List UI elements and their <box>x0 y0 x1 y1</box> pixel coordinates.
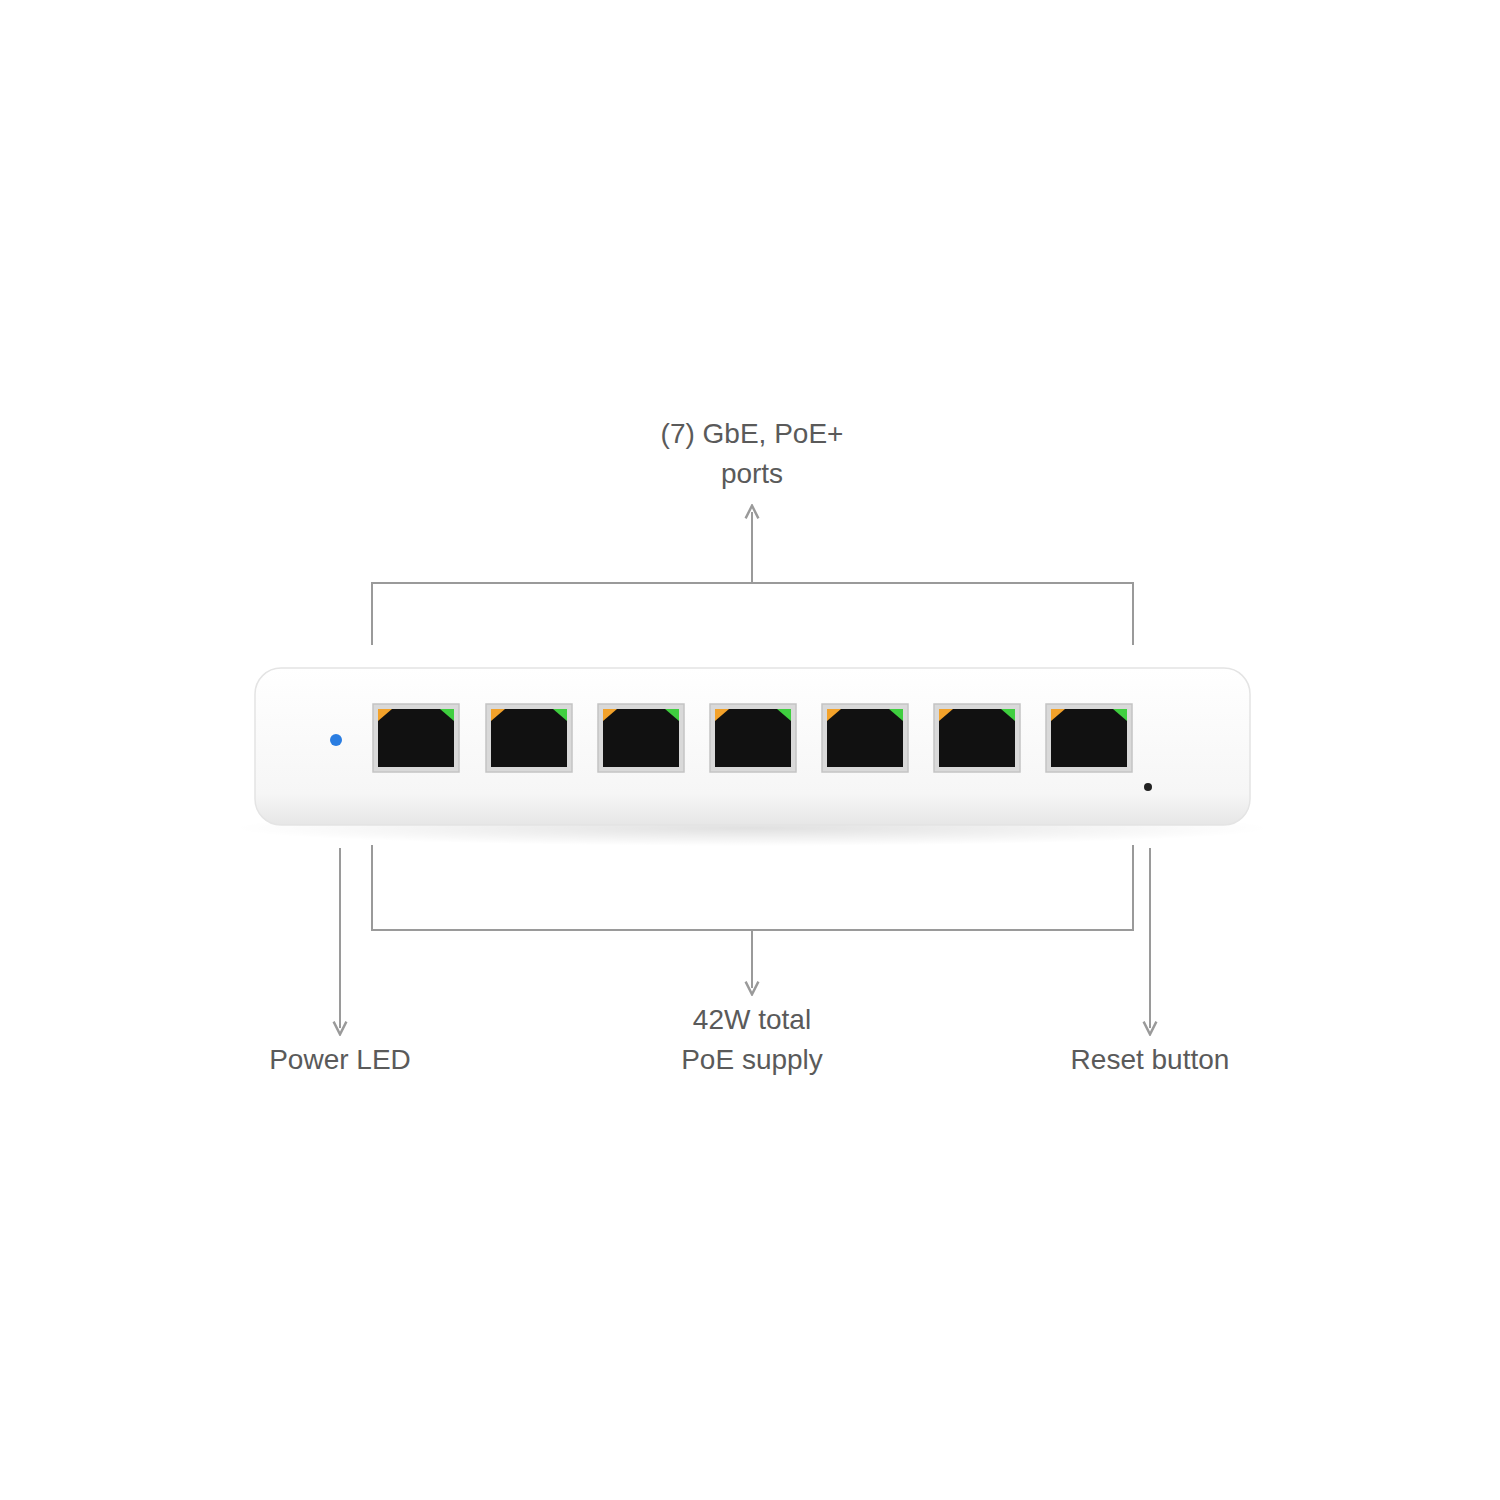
port-socket <box>939 709 1015 767</box>
rj45-port <box>1046 704 1132 772</box>
port-led <box>939 709 953 721</box>
port-socket <box>378 709 454 767</box>
leader-line <box>751 930 753 988</box>
rj45-port <box>934 704 1020 772</box>
rj45-port <box>598 704 684 772</box>
port-led <box>889 709 903 721</box>
port-led <box>777 709 791 721</box>
port-led <box>1113 709 1127 721</box>
leader-line <box>1149 848 1151 1028</box>
leader-line <box>751 512 753 583</box>
port-socket <box>1051 709 1127 767</box>
power-led <box>330 734 342 746</box>
reset-callout: Reset button <box>1020 1040 1280 1080</box>
switch-body <box>255 668 1250 825</box>
port-callout: (7) GbE, PoE+ ports <box>637 414 867 494</box>
port-frame <box>1046 704 1132 772</box>
port-frame <box>373 704 459 772</box>
port-frame <box>486 704 572 772</box>
led-callout: Power LED <box>210 1040 470 1080</box>
port-led <box>553 709 567 721</box>
rj45-port <box>710 704 796 772</box>
port-led <box>378 709 392 721</box>
leader-line <box>339 848 341 1028</box>
reset-button <box>1144 783 1152 791</box>
port-led <box>827 709 841 721</box>
port-socket <box>827 709 903 767</box>
port-led <box>1001 709 1015 721</box>
port-frame <box>598 704 684 772</box>
bracket <box>372 583 1133 645</box>
port-frame <box>934 704 1020 772</box>
port-led <box>491 709 505 721</box>
port-led <box>440 709 454 721</box>
port-socket <box>715 709 791 767</box>
rj45-port <box>373 704 459 772</box>
port-led <box>603 709 617 721</box>
port-led <box>715 709 729 721</box>
rj45-port <box>486 704 572 772</box>
ports <box>373 704 1132 772</box>
port-socket <box>603 709 679 767</box>
port-frame <box>710 704 796 772</box>
port-led <box>665 709 679 721</box>
port-led <box>1051 709 1065 721</box>
rj45-port <box>822 704 908 772</box>
port-frame <box>822 704 908 772</box>
bracket <box>372 845 1133 930</box>
poe-callout: 42W total PoE supply <box>667 1000 837 1080</box>
port-socket <box>491 709 567 767</box>
